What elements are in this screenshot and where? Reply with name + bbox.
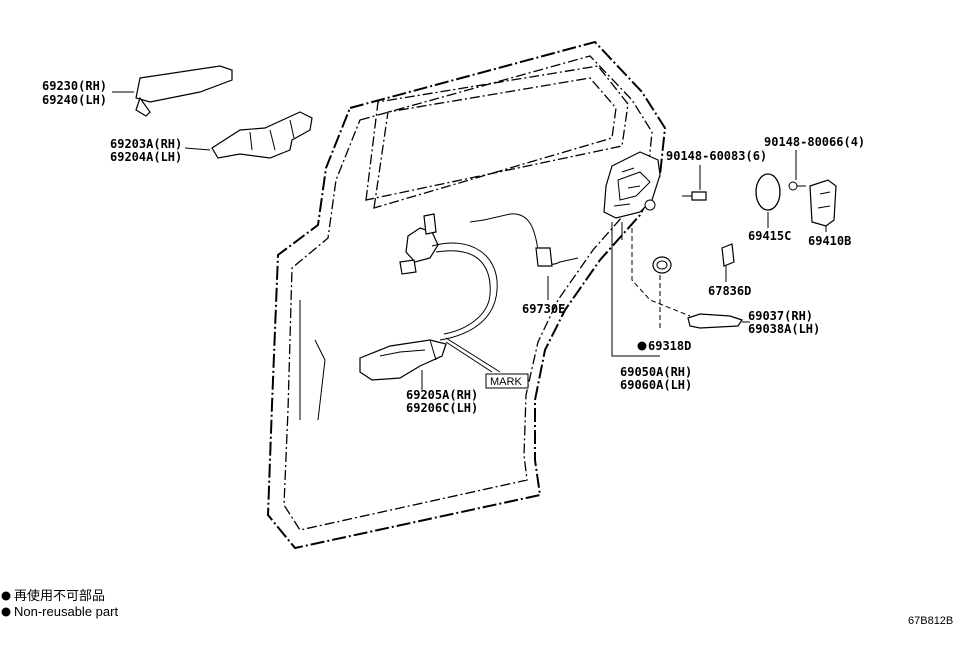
seal-ring-part (631, 228, 691, 330)
inner-handle-label-lh: 69206C(LH) (406, 401, 478, 415)
legend-en: Non-reusable part (14, 604, 118, 619)
linkage-rod-part (399, 213, 498, 341)
cable-part (469, 213, 579, 300)
mark-label: MARK (490, 376, 522, 388)
screw-b-label: 90148-80066(4) (764, 135, 865, 149)
screw-a-part (682, 165, 707, 201)
pad-label: 67836D (708, 284, 751, 298)
legend-dot-en (1, 607, 11, 617)
pad-part (721, 243, 735, 282)
inner-handle-label-rh: 69205A(RH) (406, 388, 478, 402)
handle-frame-label-rh: 69203A(RH) (110, 137, 182, 151)
screw-a-label: 90148-60083(6) (666, 149, 767, 163)
lock-cover-label-lh: 69038A(LH) (748, 322, 820, 336)
mark-box (485, 373, 529, 389)
handle-frame-part (184, 111, 313, 159)
lock-assy-label-lh: 69060A(LH) (620, 378, 692, 392)
cover-part (755, 173, 781, 228)
striker-label: 69410B (808, 234, 851, 248)
outer-handle-label-rh: 69230(RH) (42, 79, 107, 93)
non-reusable-dot (637, 341, 647, 351)
seal-label: 69318D (648, 339, 691, 353)
door-panel (266, 40, 667, 550)
lock-cover-part (687, 313, 750, 329)
screw-b-part (788, 150, 806, 191)
striker-part (809, 179, 837, 232)
outer-handle-label-lh: 69240(LH) (42, 93, 107, 107)
outer-handle-part (112, 65, 233, 117)
door-lock-part (603, 151, 661, 357)
inner-handle-part (359, 337, 501, 390)
lock-assy-label-rh: 69050A(RH) (620, 365, 692, 379)
legend-dot-jp (1, 591, 11, 601)
diagram-code: 67B812B (908, 615, 953, 627)
legend-jp: 再使用不可部品 (14, 588, 105, 603)
lock-cover-label-rh: 69037(RH) (748, 309, 813, 323)
handle-frame-label-lh: 69204A(LH) (110, 150, 182, 164)
cable-label: 69730E (522, 302, 565, 316)
cover-label: 69415C (748, 229, 791, 243)
